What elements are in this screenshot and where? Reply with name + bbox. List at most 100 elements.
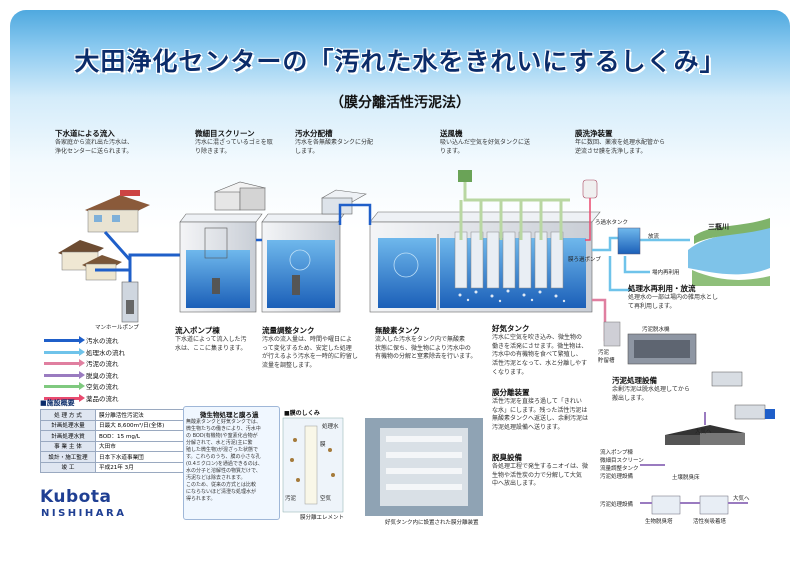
carbon-deodor-label: 活性炭吸着塔 xyxy=(693,519,727,525)
blower-label: 送風機 xyxy=(440,129,463,138)
pump-station-tank xyxy=(179,213,263,313)
aerobic-label: 好気タンク xyxy=(492,324,530,333)
equalization-tank xyxy=(261,213,345,313)
membrane-desc: 活性汚泥を直接ろ過して「きれい な水」にします。残った活性汚泥は 無酸素タンクへ… xyxy=(492,398,589,432)
manhole-label: マンホールポンプ xyxy=(95,325,139,331)
membrane-element-caption: 膜分離エレメント xyxy=(300,515,345,521)
pump-station-desc: 下水道によって流入した汚 水は、ここに集まります。 xyxy=(175,336,247,352)
inflow-desc: 各家庭から流れ出た汚水は、 浄化センターに送られます。 xyxy=(55,139,134,155)
equalization-label: 流量調整タンク xyxy=(262,326,315,335)
filtrate-tank xyxy=(617,227,641,255)
sludge-equip-label: 汚泥処理設備 xyxy=(600,502,634,508)
microbe-title: 微生物処理と膜ろ過 xyxy=(200,411,259,419)
legend-label: 汚水の流れ xyxy=(86,337,119,345)
legend-item: 薬品の流れ xyxy=(40,393,160,405)
photo-caption: 好気タンク内に設置された膜分離装置 xyxy=(385,520,479,526)
onsite-reuse-label: 場内再利用 xyxy=(652,270,680,276)
table-key: 設計・施工監理 xyxy=(40,451,96,463)
overview-title: ■施設概要 xyxy=(40,399,75,407)
screen-desc: 汚水に混ざっているゴミを取 り除きます。 xyxy=(195,139,273,155)
equalization-desc: 汚水の流入量は、時間や曜日によ って変化するため、安定した処理 が行えるよう汚水… xyxy=(262,336,358,370)
anoxic-aerobic-tank xyxy=(369,211,601,313)
distributor-tank xyxy=(321,189,367,215)
reuse-desc: 処理水の一部は場内の雑用水とし て再利用します。 xyxy=(628,294,719,310)
river-label: 三瓶川 xyxy=(708,223,729,231)
membrane-label-sludge: 汚泥 xyxy=(285,496,297,502)
sewer-pipes xyxy=(95,231,182,285)
microbe-desc: 無酸素タンクと好気タンクでは、 微生物たちの働きにより、汚水中 の BOD(有機… xyxy=(186,419,263,502)
sludge-storage-tank xyxy=(603,321,621,347)
distributor-label: 汚水分配槽 xyxy=(295,129,333,138)
deodor-source-3: 流量調整タンク xyxy=(600,466,639,472)
membrane-mechanism-drawing xyxy=(282,417,344,513)
table-key: 計画処理水量 xyxy=(40,419,96,431)
legend-item: 汚泥の流れ xyxy=(40,358,160,370)
membrane-label: 膜分離装置 xyxy=(492,388,530,397)
fine-screen-unit xyxy=(214,181,266,211)
table-row: 事 業 主 体大田市 xyxy=(40,440,195,452)
treated-water-pipes xyxy=(592,236,690,292)
air-bubbles xyxy=(458,289,566,303)
anoxic-desc: 流入した汚水をタンク内で無酸素 状態に保ち、微生物により汚水中の 有機物の分解と… xyxy=(375,336,477,361)
filtrate-tank-label: ろ過水タンク xyxy=(595,220,629,226)
table-value: 膜分離活性汚泥法 xyxy=(95,409,195,421)
deodor-label: 脱臭設備 xyxy=(492,453,522,462)
page-subtitle: （膜分離活性汚泥法） xyxy=(330,95,470,111)
discharge-label: 放流 xyxy=(648,234,660,240)
dewatering-label: 汚泥脱水機 xyxy=(642,327,670,333)
membrane-wash-label: 膜洗浄装置 xyxy=(575,129,613,138)
overview-table: 処 理 方 式膜分離活性汚泥法 計画処理水量日最大 8,600m³/日(全体) … xyxy=(40,409,195,473)
anoxic-label: 無酸素タンク xyxy=(375,326,420,335)
legend-swatch xyxy=(44,336,85,344)
blower-desc: 吸い込んだ空気を好気タンクに送 ります。 xyxy=(440,139,531,155)
deodorization-diagram xyxy=(640,412,748,515)
flow-legend: 汚水の流れ 処理水の流れ 汚泥の流れ 脱臭の流れ 空気の流れ 薬品の流れ xyxy=(40,335,160,404)
screen-label: 微細目スクリーン xyxy=(195,129,255,138)
membrane-label-treated: 処理水 xyxy=(322,424,339,430)
river-illustration xyxy=(688,218,770,286)
legend-item: 空気の流れ xyxy=(40,381,160,393)
nishihara-logo: NISHIHARA xyxy=(41,508,127,519)
soil-deodor-label: 土壌脱臭床 xyxy=(672,475,700,481)
legend-item: 汚水の流れ xyxy=(40,335,160,347)
sludge-truck xyxy=(711,371,775,420)
kubota-logo: Kubota xyxy=(40,487,112,507)
membrane-modules xyxy=(454,231,564,289)
table-key: 事 業 主 体 xyxy=(40,440,96,452)
membrane-label-membrane: 膜 xyxy=(320,442,326,448)
legend-item: 処理水の流れ xyxy=(40,347,160,359)
reuse-label: 処理水再利用・放流 xyxy=(628,284,696,293)
bio-deodor-label: 生物脱臭塔 xyxy=(645,519,673,525)
table-row: 竣 工平成21年 3月 xyxy=(40,461,195,473)
distributor-desc: 汚水を各無酸素タンクに分配 します。 xyxy=(295,139,374,155)
table-key: 処 理 方 式 xyxy=(40,409,96,421)
dewatering-machine xyxy=(627,333,697,365)
deodor-desc: 各処理工程で発生するニオイは、微 生物や活性炭の力で分解して大気 中へ放出します… xyxy=(492,463,589,488)
membrane-label-air: 空気 xyxy=(320,496,332,502)
page-title: 大田浄化センターの「汚れた水をきれいにするしくみ」 xyxy=(74,47,726,76)
pump-station-label: 流入ポンプ棟 xyxy=(175,326,220,335)
legend-swatch xyxy=(44,393,85,402)
manhole-pump xyxy=(121,281,139,323)
legend-swatch xyxy=(44,382,85,390)
table-value: 大田市 xyxy=(95,440,195,452)
air-pipes xyxy=(459,180,570,240)
aerobic-desc: 汚水に空気を吹き込み、微生物の 働きを活発にさせます。微生物は、 汚水中の有機物… xyxy=(492,334,588,376)
legend-swatch xyxy=(44,347,85,356)
deodor-source-1: 流入ポンプ棟 xyxy=(600,450,633,456)
table-row: 設計・施工監理日本下水道事業団 xyxy=(40,451,195,463)
sludge-tank-label: 汚泥 貯留槽 xyxy=(598,350,615,364)
legend-swatch xyxy=(44,359,85,367)
table-value: 日最大 8,600m³/日(全体) xyxy=(95,419,195,431)
deodor-source-2: 微細目スクリーン xyxy=(600,458,644,464)
legend-label: 処理水の流れ xyxy=(86,348,125,357)
chemical-line xyxy=(582,179,598,241)
legend-item: 脱臭の流れ xyxy=(40,370,160,382)
table-row: 処 理 方 式膜分離活性汚泥法 xyxy=(40,409,195,421)
legend-label: 汚泥の流れ xyxy=(86,360,119,368)
table-value: 平成21年 3月 xyxy=(95,461,195,473)
sewage-flow-arrows xyxy=(256,203,372,242)
table-value: BOD：15 mg/L xyxy=(95,430,195,442)
